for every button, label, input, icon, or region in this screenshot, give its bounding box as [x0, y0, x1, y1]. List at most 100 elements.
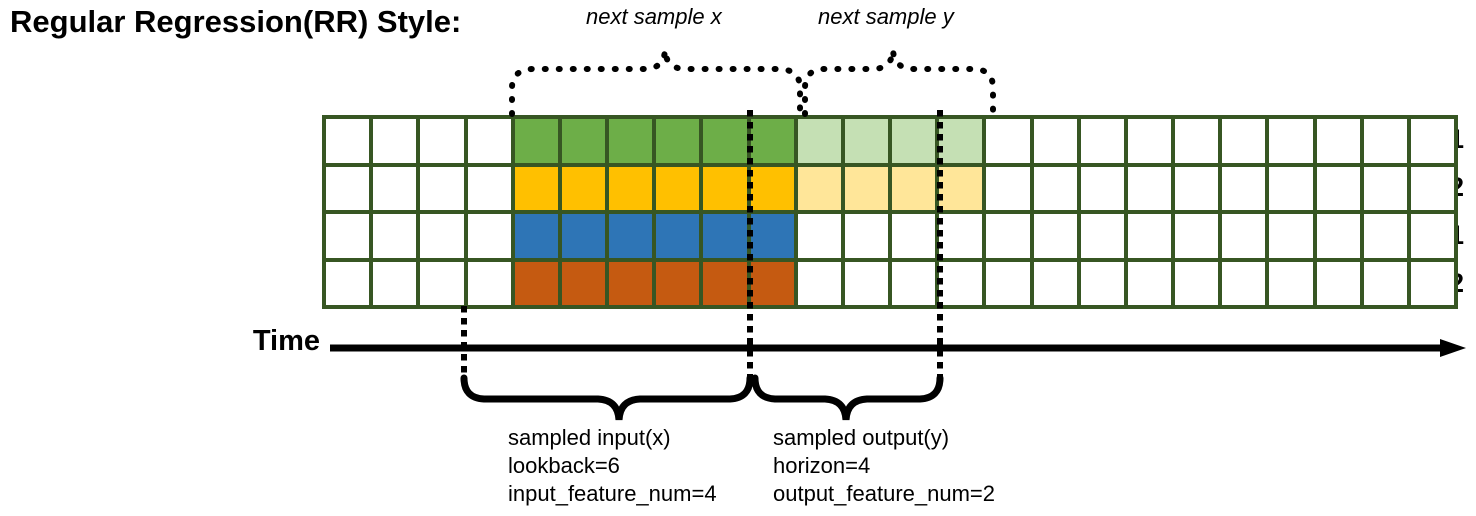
sampled-input-line-1: sampled input(x): [508, 425, 671, 450]
grid-cell-target-2-empty-3: [467, 166, 511, 210]
grid-cell-target-2-input-5: [561, 166, 605, 210]
grid-cell-extra-feature-1-empty-0: [326, 214, 370, 258]
grid-cell-extra-feature-2-output-11: [844, 261, 888, 305]
grid-cell-extra-feature-1-empty-23: [1410, 214, 1454, 258]
grid-cell-extra-feature-1-empty-20: [1269, 214, 1313, 258]
grid-cell-target-1-input-9: [750, 119, 794, 163]
grid-cell-target-1-input-4: [514, 119, 558, 163]
grid-cell-target-1-empty-21: [1316, 119, 1360, 163]
grid-cell-target-1-input-8: [703, 119, 747, 163]
grid-cell-extra-feature-1-output-12: [892, 214, 936, 258]
time-axis-label: Time: [252, 325, 320, 357]
grid-cell-extra-feature-2-empty-15: [1033, 261, 1077, 305]
grid-cell-target-1-empty-23: [1410, 119, 1454, 163]
grid-cell-extra-feature-1-empty-15: [1033, 214, 1077, 258]
grid-cell-target-1-input-6: [609, 119, 653, 163]
grid-cell-target-2-input-7: [656, 166, 700, 210]
grid-cell-extra-feature-2-output-13: [939, 261, 983, 305]
grid-cell-extra-feature-1-input-9: [750, 214, 794, 258]
grid-cell-extra-feature-2-empty-16: [1080, 261, 1124, 305]
grid-cell-extra-feature-2-input-5: [561, 261, 605, 305]
grid-cell-target-1-empty-22: [1363, 119, 1407, 163]
grid-cell-target-2-empty-18: [1175, 166, 1219, 210]
dotted-guide-output-end: [937, 110, 943, 380]
grid-cell-extra-feature-2-input-7: [656, 261, 700, 305]
grid-cell-extra-feature-1-empty-1: [373, 214, 417, 258]
grid-cell-extra-feature-2-empty-17: [1127, 261, 1171, 305]
sampled-input-line-3: input_feature_num=4: [508, 481, 717, 506]
grid-cell-target-1-empty-17: [1127, 119, 1171, 163]
grid-cell-extra-feature-1-output-13: [939, 214, 983, 258]
grid-cell-target-2-empty-20: [1269, 166, 1313, 210]
grid-cell-extra-feature-1-empty-21: [1316, 214, 1360, 258]
grid-cell-target-2-input-6: [609, 166, 653, 210]
grid-cell-target-1-output-11: [844, 119, 888, 163]
grid-cell-extra-feature-1-input-6: [609, 214, 653, 258]
grid-cell-extra-feature-2-empty-22: [1363, 261, 1407, 305]
grid-cell-extra-feature-1-input-8: [703, 214, 747, 258]
grid-cell-extra-feature-1-empty-18: [1175, 214, 1219, 258]
sampled-output-line-3: output_feature_num=2: [773, 481, 996, 506]
grid-cell-extra-feature-2-input-9: [750, 261, 794, 305]
grid-cell-target-1-empty-0: [326, 119, 370, 163]
grid-cell-extra-feature-2-empty-14: [986, 261, 1030, 305]
grid-cell-extra-feature-1-empty-2: [420, 214, 464, 258]
sampled-output-line-1: sampled output(y): [773, 425, 950, 450]
grid-cell-target-1-empty-16: [1080, 119, 1124, 163]
grid-cell-target-1-empty-19: [1222, 119, 1266, 163]
grid-cell-extra-feature-2-output-10: [797, 261, 841, 305]
grid-cell-extra-feature-2-empty-21: [1316, 261, 1360, 305]
grid-cell-extra-feature-1-input-4: [514, 214, 558, 258]
grid-cell-extra-feature-2-empty-23: [1410, 261, 1454, 305]
grid-cell-target-2-empty-15: [1033, 166, 1077, 210]
grid-cell-extra-feature-2-empty-2: [420, 261, 464, 305]
grid-cell-target-2-empty-21: [1316, 166, 1360, 210]
grid-cell-target-1-empty-18: [1175, 119, 1219, 163]
grid-cell-target-1-output-10: [797, 119, 841, 163]
grid-cell-target-2-input-4: [514, 166, 558, 210]
timeseries-grid: [322, 115, 1458, 309]
grid-cell-extra-feature-2-empty-20: [1269, 261, 1313, 305]
grid-cell-extra-feature-1-empty-3: [467, 214, 511, 258]
sampled-input-line-2: lookback=6: [508, 453, 620, 478]
grid-cell-target-1-output-12: [892, 119, 936, 163]
grid-cell-target-2-empty-23: [1410, 166, 1454, 210]
grid-cell-target-2-input-9: [750, 166, 794, 210]
grid-cell-extra-feature-2-input-8: [703, 261, 747, 305]
time-axis-arrow: [330, 339, 1466, 357]
grid-cell-target-2-empty-14: [986, 166, 1030, 210]
grid-cell-target-1-empty-20: [1269, 119, 1313, 163]
grid-cell-extra-feature-1-empty-16: [1080, 214, 1124, 258]
grid-cell-extra-feature-2-empty-18: [1175, 261, 1219, 305]
sampled-input-note: sampled input(x) lookback=6 input_featur…: [508, 424, 717, 508]
grid-cell-target-1-empty-15: [1033, 119, 1077, 163]
sampled-output-note: sampled output(y) horizon=4 output_featu…: [773, 424, 995, 508]
grid-cell-target-2-output-12: [892, 166, 936, 210]
grid-cell-target-2-input-8: [703, 166, 747, 210]
grid-cell-extra-feature-1-output-10: [797, 214, 841, 258]
grid-cell-target-2-empty-0: [326, 166, 370, 210]
grid-cell-target-2-empty-1: [373, 166, 417, 210]
grid-cell-extra-feature-1-empty-19: [1222, 214, 1266, 258]
grid-cell-target-2-empty-22: [1363, 166, 1407, 210]
page-title: Regular Regression(RR) Style:: [10, 4, 462, 39]
sampled-output-line-2: horizon=4: [773, 453, 871, 478]
grid-cell-target-1-empty-2: [420, 119, 464, 163]
grid-cell-extra-feature-2-input-4: [514, 261, 558, 305]
dotted-guide-input-end: [747, 110, 753, 380]
grid-cell-target-2-output-13: [939, 166, 983, 210]
grid-cell-extra-feature-2-input-6: [609, 261, 653, 305]
grid-cell-target-2-output-10: [797, 166, 841, 210]
grid-cell-extra-feature-2-empty-3: [467, 261, 511, 305]
grid-cell-extra-feature-2-empty-0: [326, 261, 370, 305]
grid-cell-extra-feature-1-output-11: [844, 214, 888, 258]
grid-cell-target-1-empty-1: [373, 119, 417, 163]
dotted-guide-input-start: [461, 306, 467, 380]
grid-cell-extra-feature-1-input-5: [561, 214, 605, 258]
grid-cell-target-1-empty-3: [467, 119, 511, 163]
next-sample-y-label: next sample y: [818, 4, 954, 29]
grid-cell-target-1-input-7: [656, 119, 700, 163]
grid-cell-target-2-empty-16: [1080, 166, 1124, 210]
grid-cell-extra-feature-2-empty-1: [373, 261, 417, 305]
grid-cell-target-2-empty-19: [1222, 166, 1266, 210]
